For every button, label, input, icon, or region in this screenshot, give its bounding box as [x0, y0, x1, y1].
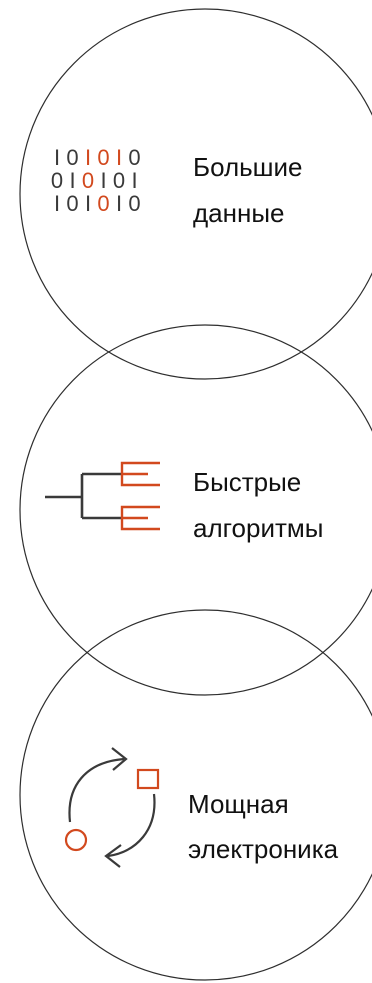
binary-digit: I [116, 145, 122, 170]
binary-digit: 0 [97, 145, 109, 170]
binary-digit: 0 [82, 168, 94, 193]
binary-digit: I [131, 168, 137, 193]
powerful-electronics-label-line1: Мощная [188, 789, 289, 819]
fast-algorithms-label-line2: алгоритмы [193, 513, 323, 543]
binary-digit: 0 [97, 191, 109, 216]
binary-digit: 0 [66, 191, 78, 216]
binary-digit: 0 [128, 145, 140, 170]
binary-digit: I [69, 168, 75, 193]
binary-digit: 0 [113, 168, 125, 193]
tree-branch-icon [45, 461, 160, 531]
binary-digit: I [54, 191, 60, 216]
binary-digit: I [85, 191, 91, 216]
binary-digit: 0 [51, 168, 63, 193]
cycle-arrows-icon [64, 747, 160, 868]
circle-big-data [19, 8, 372, 380]
binary-digit: I [100, 168, 106, 193]
circle-fast-algorithms [19, 324, 372, 696]
binary-digit: I [85, 145, 91, 170]
big-data-label-line1: Большие [193, 152, 303, 182]
circle-powerful-electronics [19, 609, 372, 981]
binary-digit: I [116, 191, 122, 216]
binary-digit: 0 [66, 145, 78, 170]
powerful-electronics-label-line2: электроника [188, 834, 339, 864]
fast-algorithms-label-line1: Быстрые [193, 467, 301, 497]
binary-digit: 0 [128, 191, 140, 216]
binary-digit: I [54, 145, 60, 170]
big-data-label-line2: данные [193, 198, 285, 228]
